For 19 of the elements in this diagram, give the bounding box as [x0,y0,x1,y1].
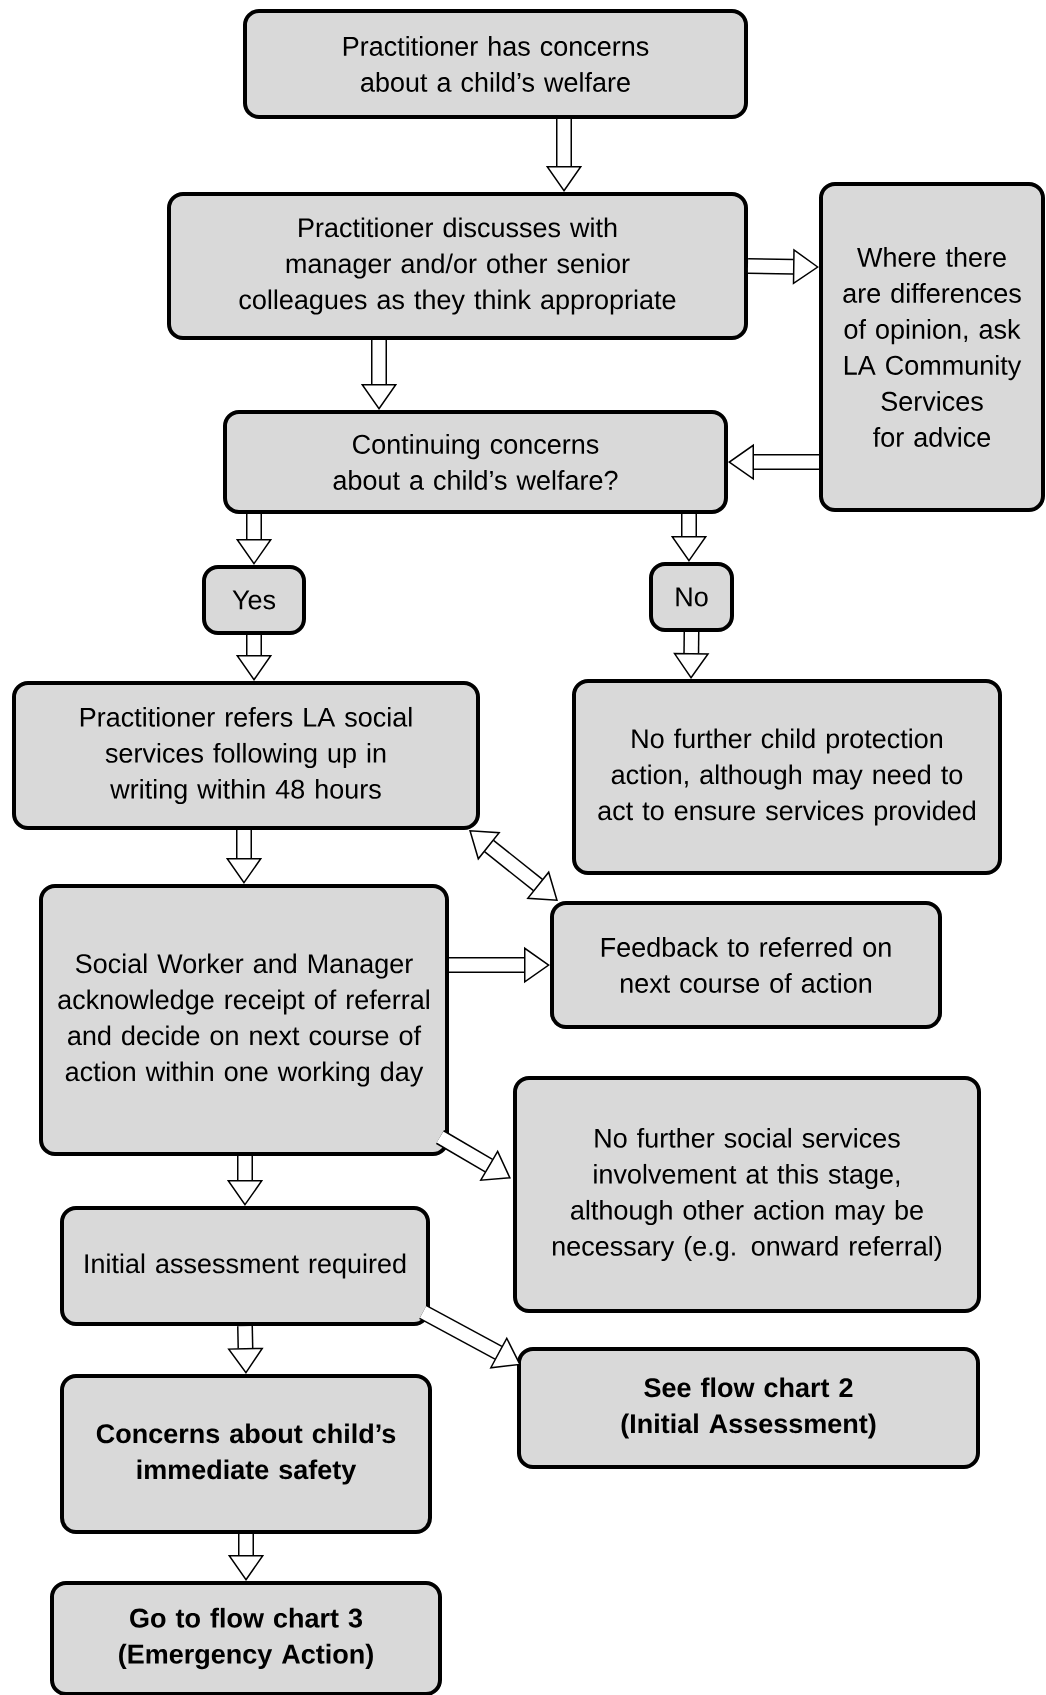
block-arrow [747,248,819,285]
answer-box: Yes [202,565,306,635]
outcome-box: See flow chart 2 (Initial Assessment) [517,1347,980,1469]
outcome-box: No further social services involvement at this stage, although other action may be necessary (e.g. onward referral) [513,1076,981,1313]
process-box: Feedback to referred on next course of action [550,901,942,1029]
answer-box: No [649,562,734,632]
outcome-box: Go to flow chart 3 (Emergency Action) [50,1581,442,1695]
outcome-box: No further child protection action, although may need to act to ensure services provided [572,679,1002,875]
process-box: Social Worker and Manager acknowledge receipt of referral and decide on next course of action within one working day [39,884,449,1156]
process-box: Initial assessment required [60,1206,430,1326]
process-box: Concerns about child’s immediate safety [60,1374,432,1534]
block-arrow [469,830,558,901]
decision-box: Continuing concerns about a child’s welfare? [223,410,728,514]
block-arrow [419,1304,521,1369]
note-box: Where there are differences of opinion, ask LA Community Services for advice [819,182,1045,512]
process-box: Practitioner has concerns about a child’s welfare [243,9,748,119]
block-arrow [673,631,710,679]
process-box: Practitioner discusses with manager and/or other senior colleagues as they think appropriate [167,192,748,340]
process-box: Practitioner refers LA social services following up in writing within 48 hours [12,681,480,830]
